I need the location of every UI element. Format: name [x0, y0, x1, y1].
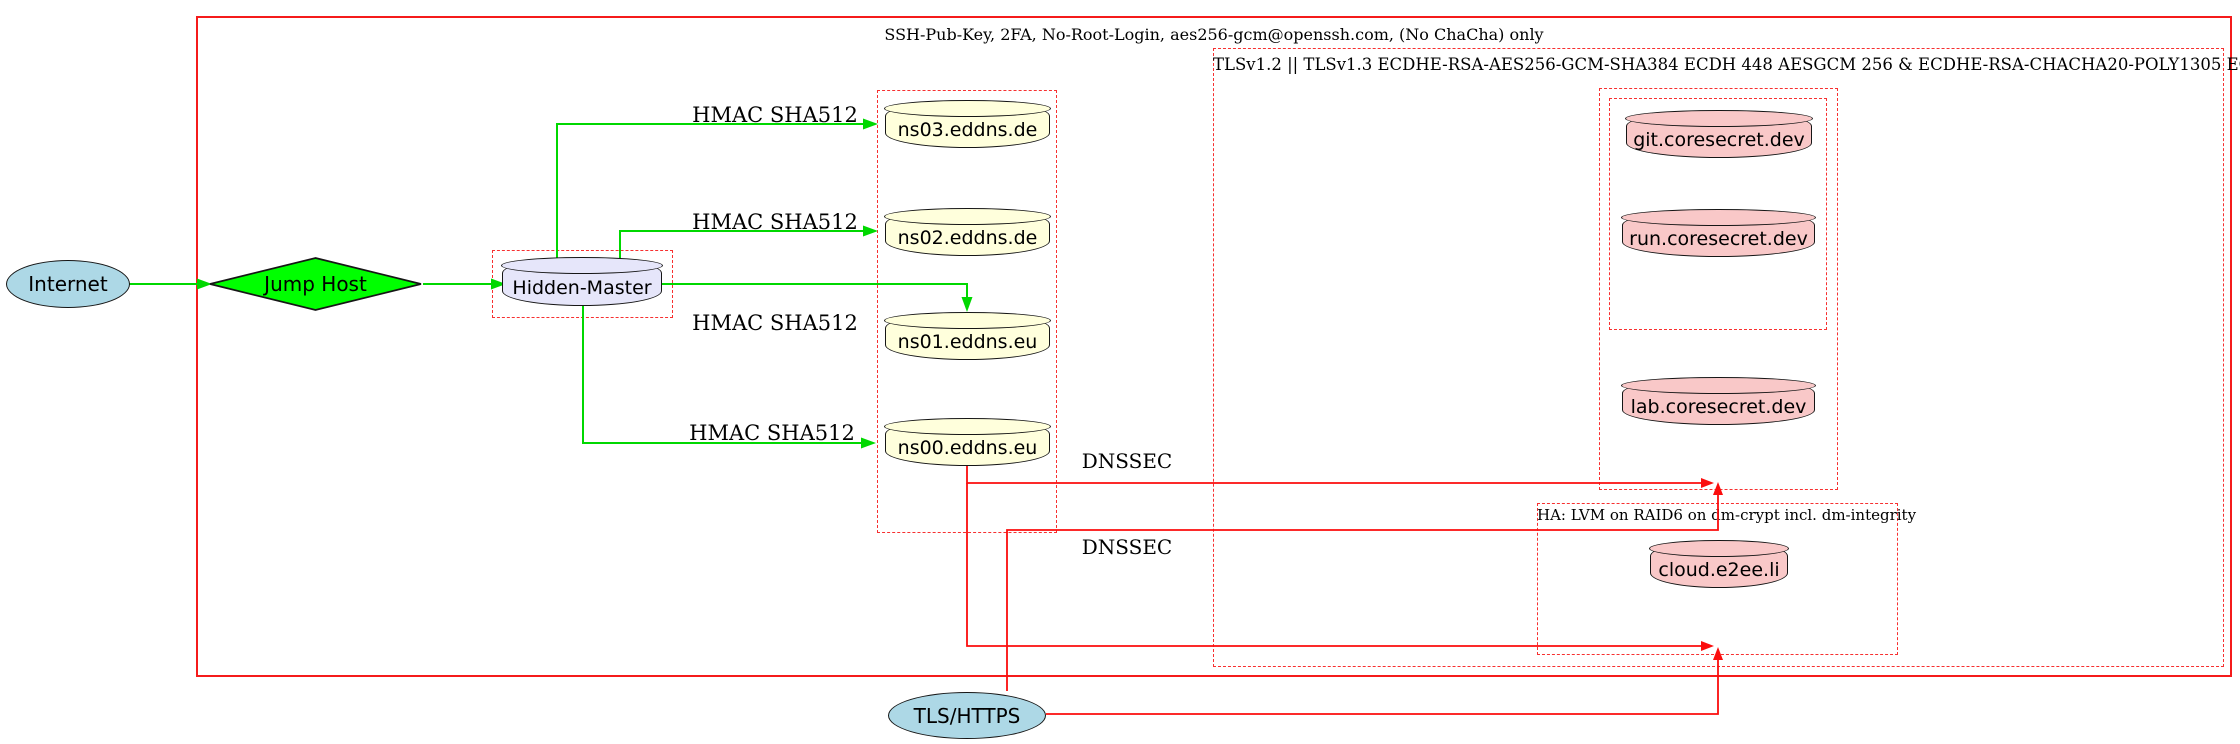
cluster-tls-label: TLSv1.2 || TLSv1.3 ECDHE-RSA-AES256-GCM-… — [1213, 55, 2240, 74]
arrowhead-ns01 — [961, 297, 973, 312]
node-ns01-label: ns01.eddns.eu — [897, 331, 1038, 353]
arrowhead-dnssec-lower — [1701, 641, 1714, 651]
node-internet-label: Internet — [28, 272, 108, 296]
arrowhead-dnssec-upper — [1701, 478, 1714, 488]
node-lab-label: lab.coresecret.dev — [1630, 396, 1807, 418]
node-tls-https: TLS/HTTPS — [888, 692, 1046, 739]
edge-hiddenmaster-to-ns03 — [556, 123, 864, 262]
node-ns03-eddns-de: ns03.eddns.de — [884, 100, 1051, 148]
edge-label-hmac-sha512-ns02: HMAC SHA512 — [692, 210, 858, 234]
arrowhead-ns00 — [861, 437, 876, 449]
jump-host-diamond-shape — [209, 257, 422, 311]
node-internet: Internet — [6, 260, 130, 308]
node-lab-coresecret-dev: lab.coresecret.dev — [1621, 377, 1816, 425]
edge-ns00-dnssec-to-ha — [966, 483, 1702, 647]
node-hidden-master: Hidden-Master — [501, 257, 663, 306]
arrowhead-hiddenmaster — [491, 278, 506, 290]
node-ns02-eddns-de: ns02.eddns.de — [884, 208, 1051, 256]
edge-hiddenmaster-to-ns02 — [619, 230, 864, 262]
edge-hiddenmaster-to-ns00 — [582, 303, 862, 444]
cluster-coresecret-inner-box — [1609, 98, 1827, 330]
edge-label-hmac-sha512-ns01: HMAC SHA512 — [692, 311, 858, 335]
node-ns00-label: ns00.eddns.eu — [897, 437, 1038, 459]
node-jump-host-label: Jump Host — [264, 272, 367, 296]
node-ns02-label: ns02.eddns.de — [897, 227, 1038, 249]
edge-label-hmac-sha512-ns00: HMAC SHA512 — [689, 421, 855, 445]
edge-ns00-dnssec-to-coresecret — [966, 466, 1702, 484]
node-hidden-master-label: Hidden-Master — [512, 276, 652, 299]
edge-tlshttps-to-coresecret — [1006, 494, 1719, 691]
node-git-label: git.coresecret.dev — [1633, 129, 1805, 151]
edge-hiddenmaster-to-ns01 — [661, 283, 968, 298]
edge-label-hmac-sha512-ns03: HMAC SHA512 — [692, 103, 858, 127]
node-cloud-label: cloud.e2ee.li — [1658, 559, 1780, 581]
node-ns00-eddns-eu: ns00.eddns.eu — [884, 418, 1051, 466]
arrowhead-tls-lower — [1713, 647, 1723, 660]
node-jump-host: Jump Host — [208, 257, 423, 311]
edge-label-dnssec-lower: DNSSEC — [1081, 535, 1173, 559]
node-ns01-eddns-eu: ns01.eddns.eu — [884, 312, 1051, 360]
node-run-coresecret-dev: run.coresecret.dev — [1621, 209, 1816, 257]
arrowhead-jumphost — [197, 278, 212, 290]
cluster-ha-label: HA: LVM on RAID6 on dm-crypt incl. dm-in… — [1537, 506, 1917, 524]
node-run-label: run.coresecret.dev — [1629, 228, 1808, 250]
node-ns03-label: ns03.eddns.de — [897, 119, 1038, 141]
node-cloud-e2ee-li: cloud.e2ee.li — [1649, 540, 1789, 588]
cluster-ssh-label: SSH-Pub-Key, 2FA, No-Root-Login, aes256-… — [884, 25, 1544, 44]
arrowhead-tls-upper — [1713, 482, 1723, 495]
cluster-ssh-box — [196, 16, 2232, 677]
edge-tlshttps-to-ha — [1046, 659, 1719, 715]
node-tls-https-label: TLS/HTTPS — [913, 703, 1021, 728]
arrowhead-ns03 — [863, 118, 878, 130]
edge-label-dnssec-upper: DNSSEC — [1081, 449, 1173, 473]
arrowhead-ns02 — [863, 225, 878, 237]
node-git-coresecret-dev: git.coresecret.dev — [1625, 110, 1813, 158]
